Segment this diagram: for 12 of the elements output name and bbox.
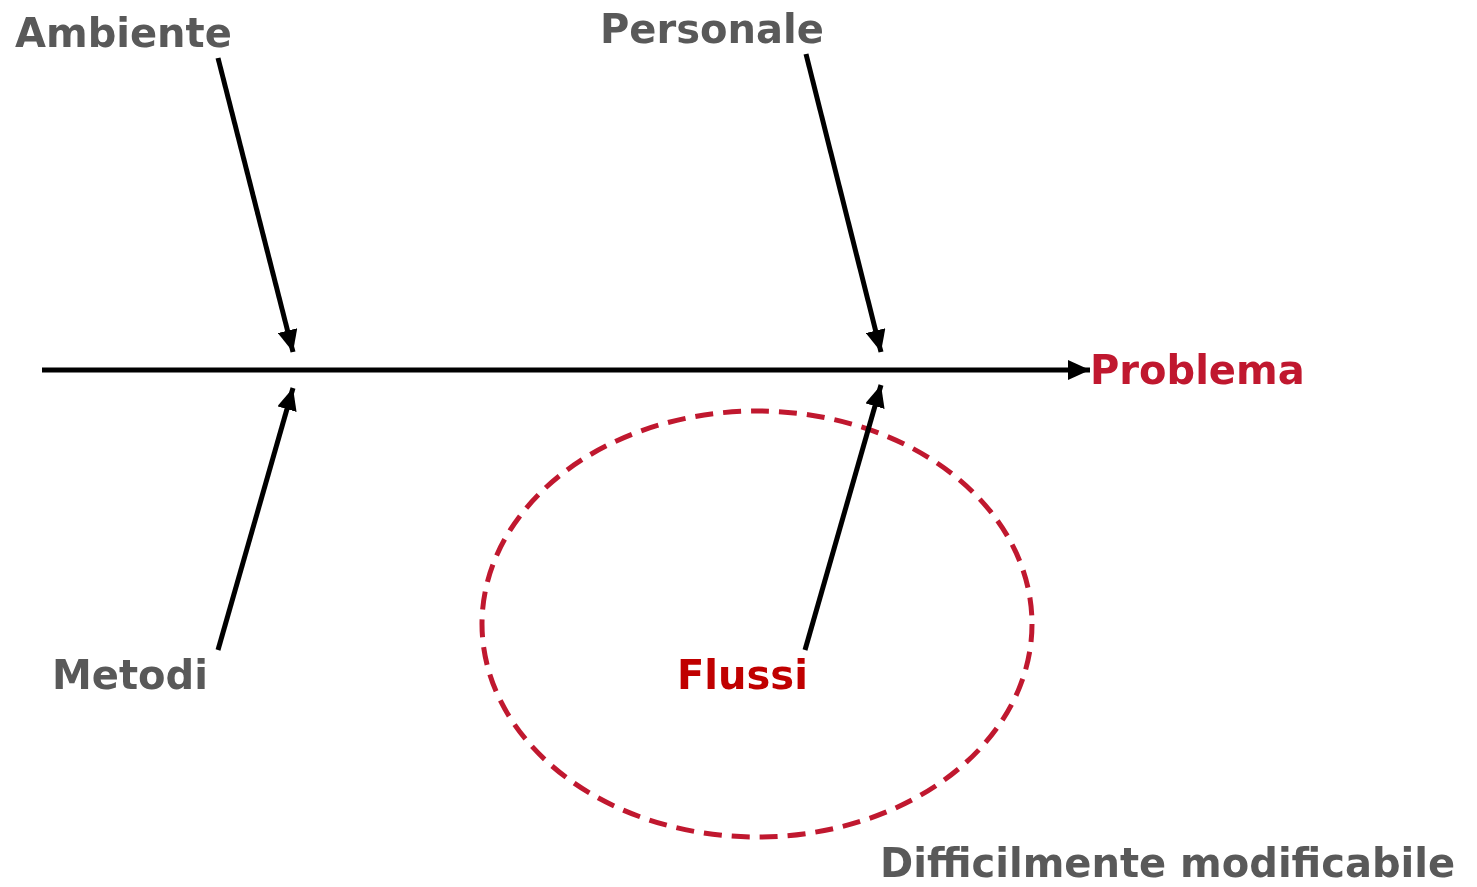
category-label: Metodi: [52, 650, 222, 700]
category-label: Personale: [600, 4, 825, 54]
arrow: [215, 387, 297, 651]
note-label: Difficilmente modificabile: [880, 839, 1456, 887]
category-label: Flussi: [677, 650, 807, 700]
category-label: Ambiente: [15, 8, 240, 58]
arrow: [215, 57, 298, 353]
arrow: [42, 360, 1090, 380]
arrow: [802, 384, 885, 651]
category-label: Problema: [1090, 345, 1345, 395]
dashed-ellipse: [479, 408, 1035, 840]
arrow: [803, 53, 886, 353]
